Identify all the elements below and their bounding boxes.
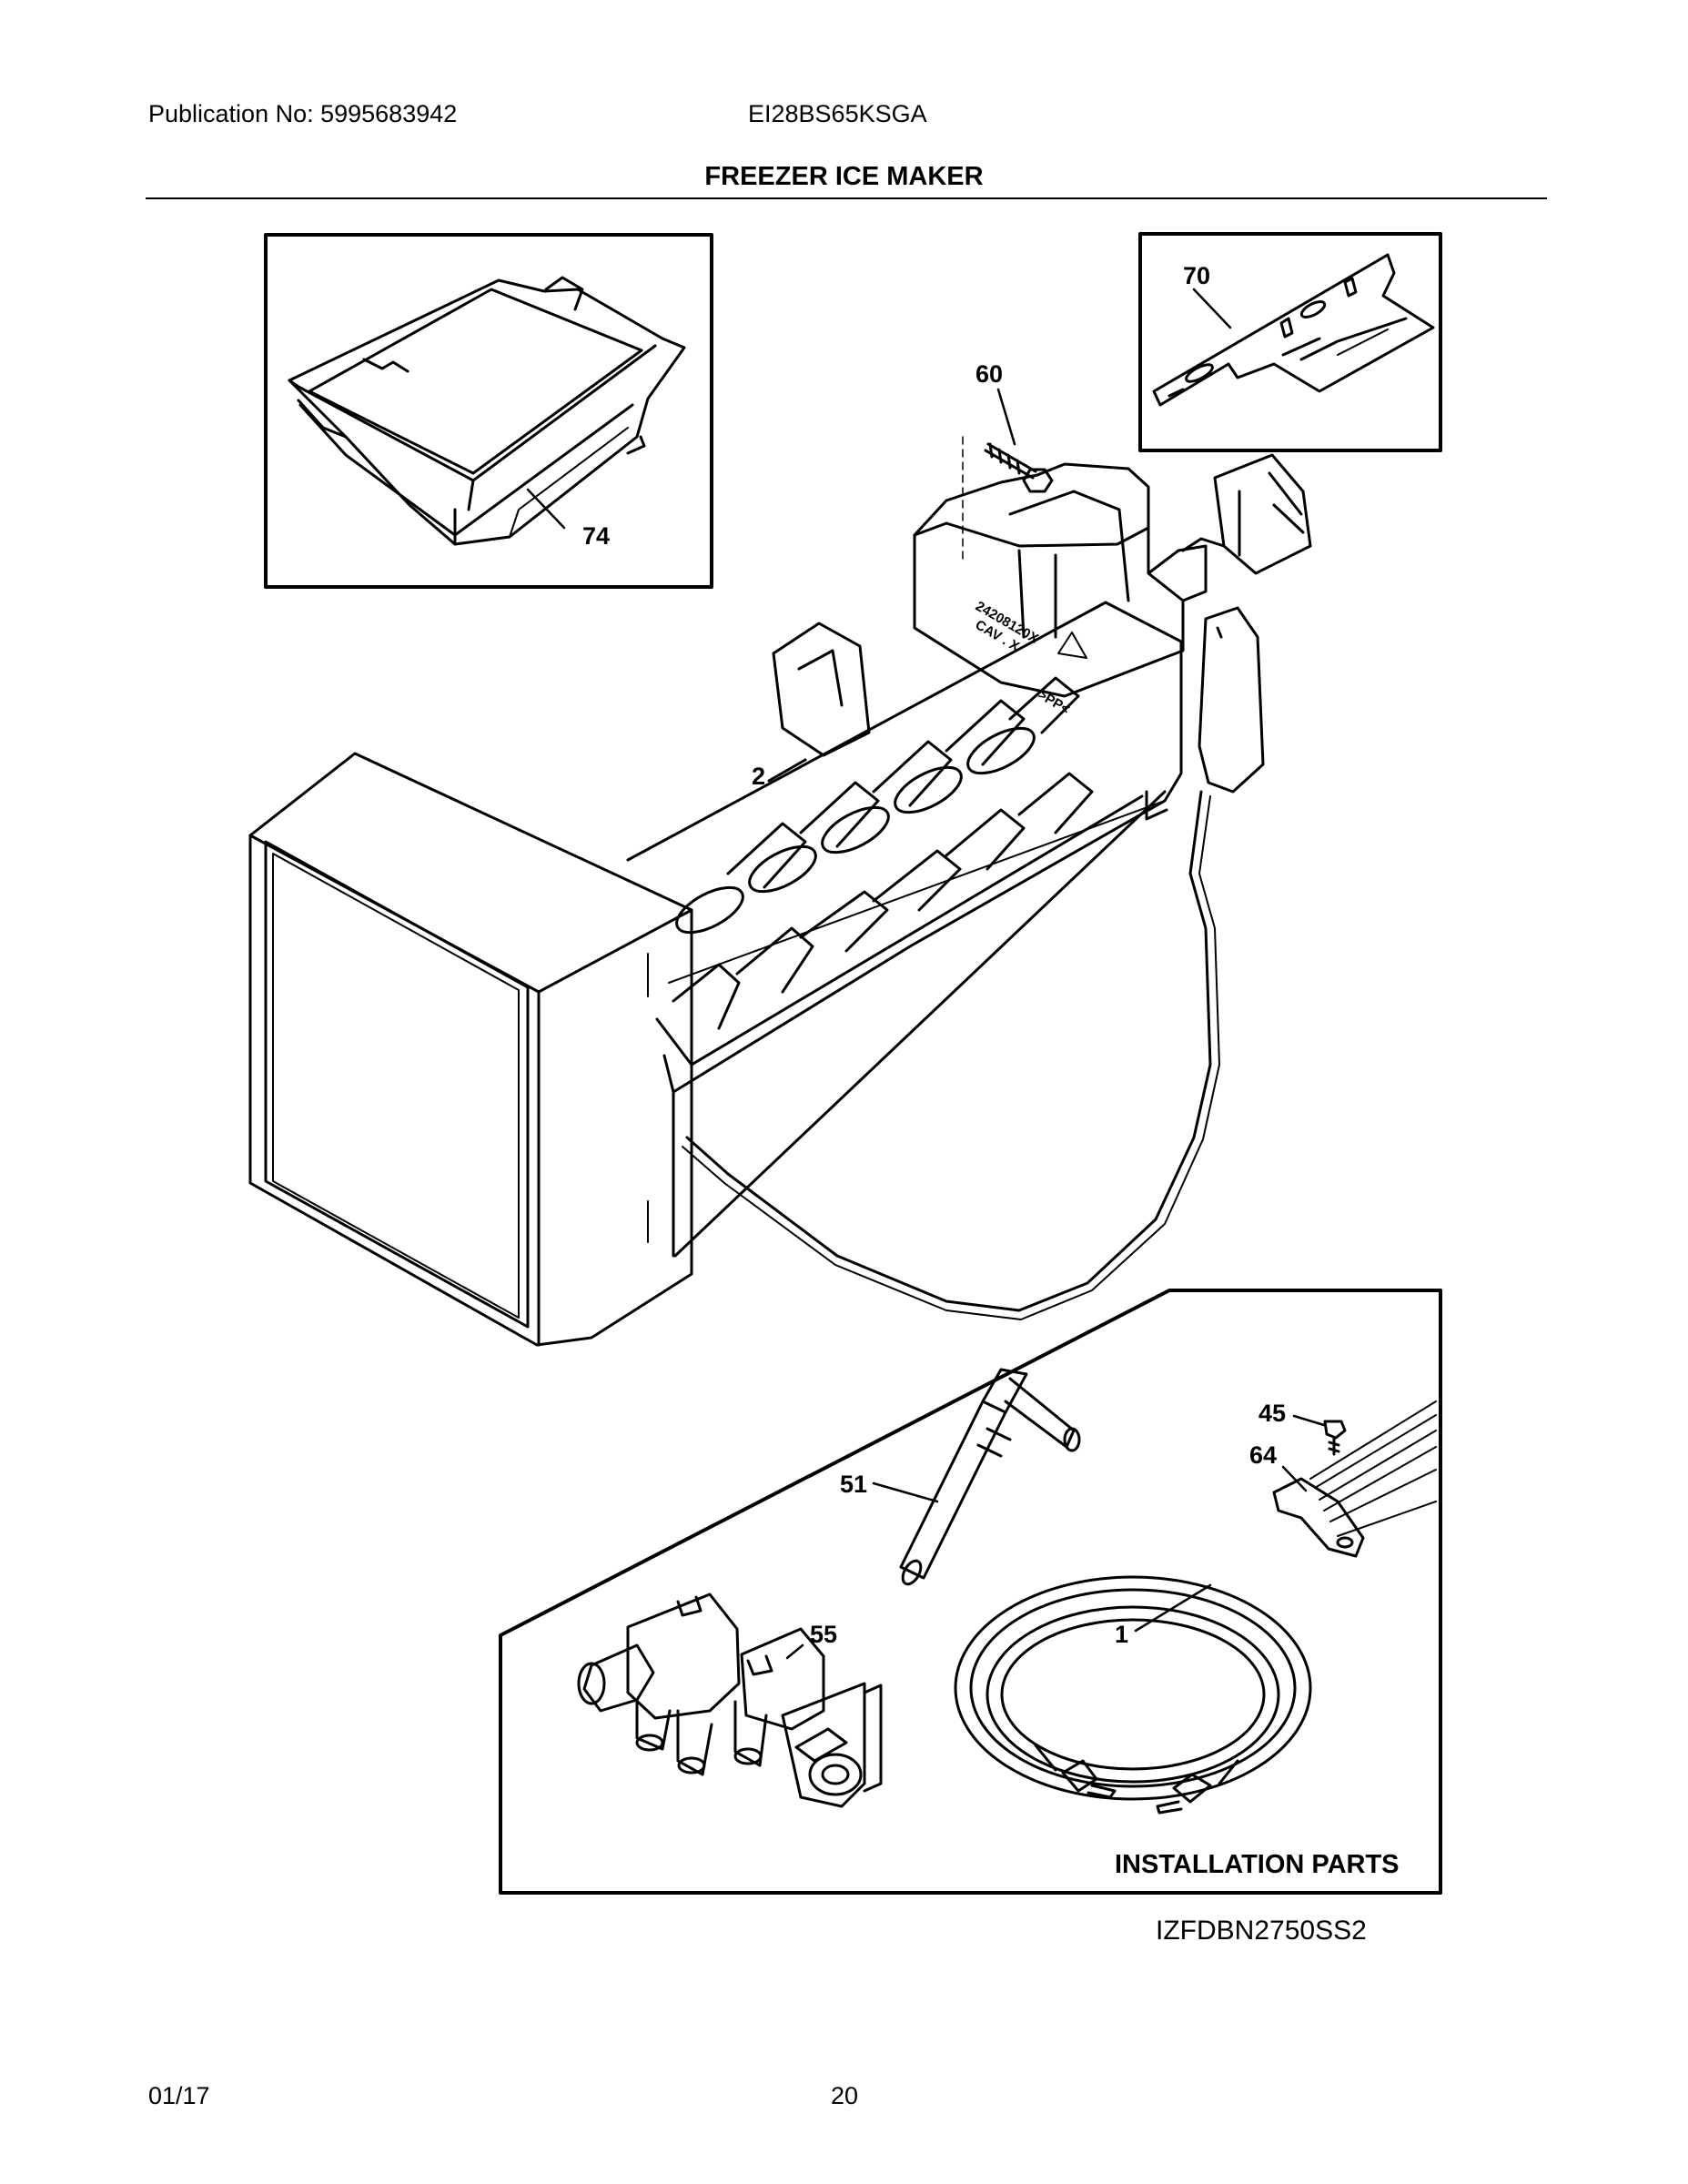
callout-70: 70 [1183,262,1210,289]
mold-marking-line3: >PP< [1036,687,1073,718]
ice-bucket-inset [264,233,713,589]
water-valve-55 [577,1592,883,1808]
callout-64: 64 [1249,1441,1277,1469]
footer-date: 01/17 [148,2082,210,2109]
leader-1 [1134,1583,1212,1633]
screw-45 [1323,1420,1347,1456]
leader-70 [1192,288,1232,329]
page-title: FREEZER ICE MAKER [704,162,984,191]
callout-45: 45 [1258,1400,1286,1427]
leader-51 [872,1481,939,1503]
leader-74 [526,488,566,530]
clamp-64 [1272,1477,1365,1558]
wire-bundle [1309,1400,1437,1537]
callout-51: 51 [840,1471,867,1498]
model-number: EI28BS65KSGA [748,100,927,127]
page-number: 20 [831,2082,859,2109]
callout-2: 2 [752,763,765,790]
diagram-code: IZFDBN2750SS2 [1156,1916,1367,1946]
water-tube-1 [954,1575,1312,1815]
leader-55 [785,1643,804,1660]
installation-parts-inset [499,1289,1442,1895]
publication-number: Publication No: 5995683942 [148,100,458,127]
header-rule [146,197,1547,199]
fill-tube-51 [899,1368,1081,1586]
callout-1: 1 [1115,1621,1128,1648]
bracket-inset [1138,232,1442,452]
installation-parts-label: INSTALLATION PARTS [1115,1850,1400,1879]
screw-60 [984,442,1054,493]
callout-55: 55 [810,1621,837,1648]
leader-45 [1292,1414,1326,1427]
callout-60: 60 [975,360,1003,388]
callout-74: 74 [582,522,610,550]
leader-2 [767,758,807,783]
leader-64 [1281,1465,1308,1492]
leader-60 [996,388,1016,446]
ice-maker-assembly [248,453,1312,1347]
